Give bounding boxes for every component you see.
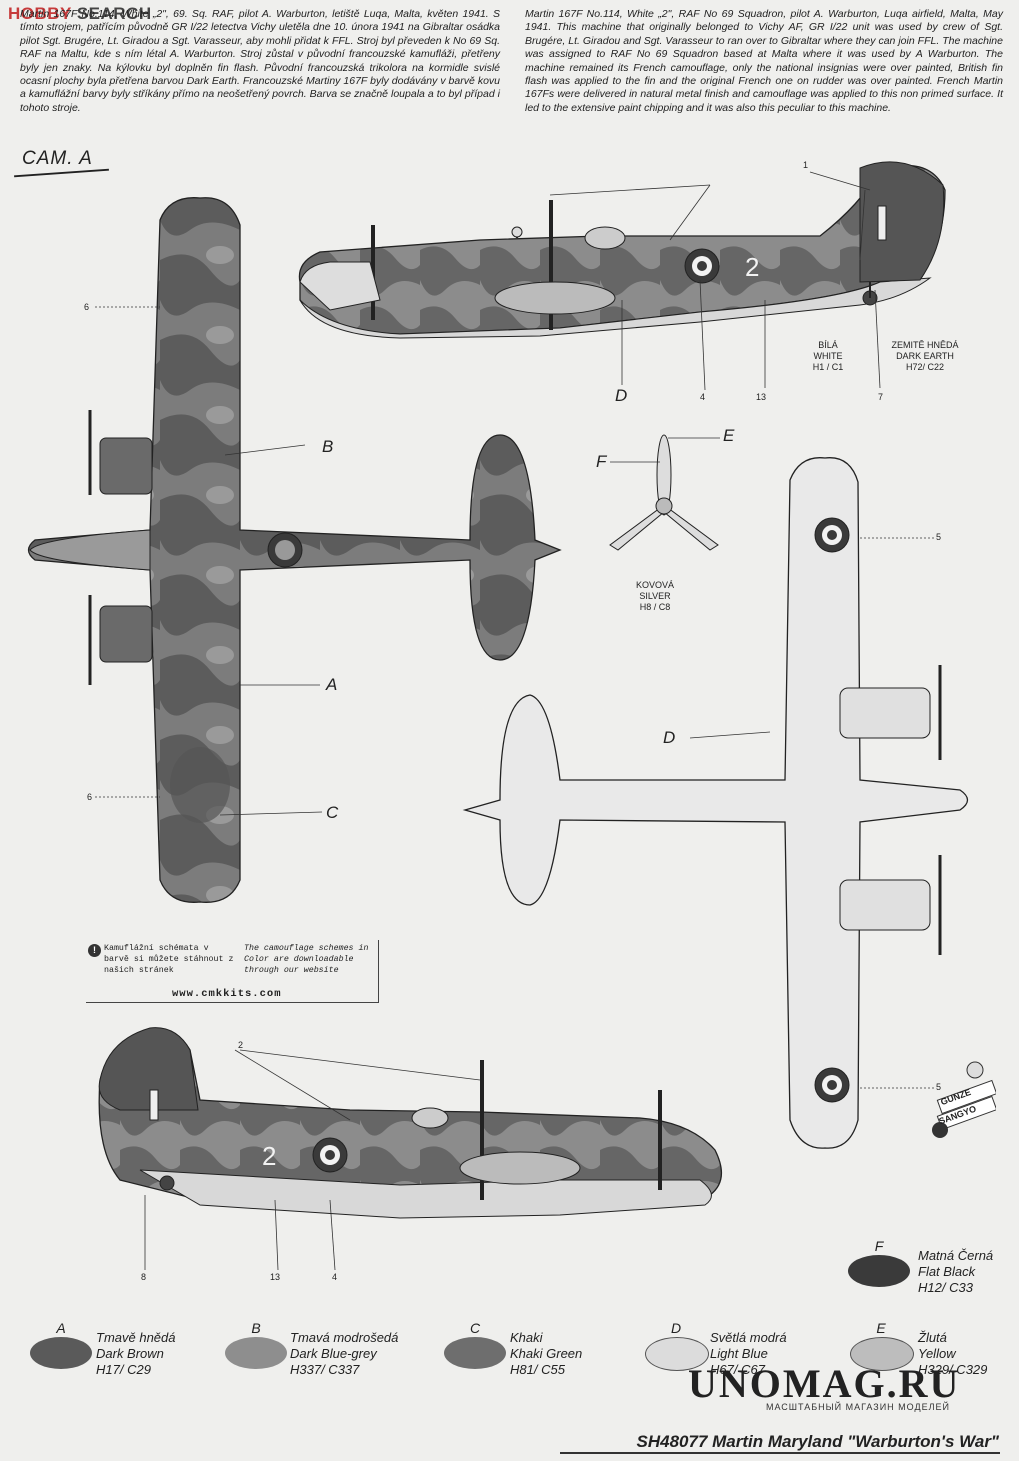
side-profile-bottom: 2 [98,1027,722,1219]
callout-D-top: D [615,386,628,405]
intro-text-en: Martin 167F No.114, White „2", RAF No 69… [525,8,1003,114]
swatch-F-color [848,1255,910,1287]
note-text-cz: Kamuflážní schémata v barvě si můžete st… [104,944,234,975]
swatch-E-color [850,1337,914,1371]
callout-4-bottom: 4 [332,1272,338,1282]
callout-6-top: 6 [84,302,90,312]
callout-13-bottom: 13 [270,1272,281,1282]
callout-2: 2 [238,1040,244,1050]
website-link[interactable]: www.cmkkits.com [172,988,282,1000]
swatch-A-color [30,1337,92,1369]
callout-8: 8 [141,1272,147,1282]
callout-F: F [596,452,607,471]
callout-4-top: 4 [700,392,706,402]
callout-A: A [326,675,338,694]
bottom-view [462,457,969,1149]
leader-lines [95,171,935,1271]
swatch-D-color [645,1337,709,1371]
download-note-box [86,940,379,1003]
cam-label: CAM. A [22,148,93,169]
watermark-logo: UNOMAG.RU [688,1361,961,1406]
side-profile-top: 2 [298,161,946,339]
kit-title: SH48077 Martin Maryland "Warburton's War… [636,1432,999,1451]
top-view [27,197,562,903]
callout-6-bottom: 6 [87,792,93,802]
callout-5-bottom: 5 [936,1082,942,1092]
swatch-B-color [225,1337,287,1369]
callout-13-top: 13 [756,392,767,402]
note-text-en: The camouflage schemes in Color are down… [244,944,369,975]
swatch-C-color [444,1337,506,1369]
brand-logo: HOBBY SEARCH [4,4,156,24]
callout-B: B [322,437,334,456]
aircraft-code-bottom: 2 [262,1141,276,1171]
intro-text-cz: Martin 167F No.114, White „2", 69. Sq. R… [20,8,500,114]
aircraft-code-top: 2 [745,252,759,282]
callout-D-bottom: D [663,728,676,747]
propeller [609,434,719,551]
info-icon: ! [88,944,101,957]
callout-1: 1 [803,160,809,170]
callout-7: 7 [878,392,884,402]
callout-E: E [723,426,735,445]
callout-C: C [326,803,339,822]
watermark-subtitle: МАСШТАБНЫЙ МАГАЗИН МОДЕЛЕЙ [766,1402,950,1412]
callout-5-top: 5 [936,532,942,542]
footer-rule [560,1452,1000,1454]
gunze-sangyo-logo [932,1061,996,1138]
